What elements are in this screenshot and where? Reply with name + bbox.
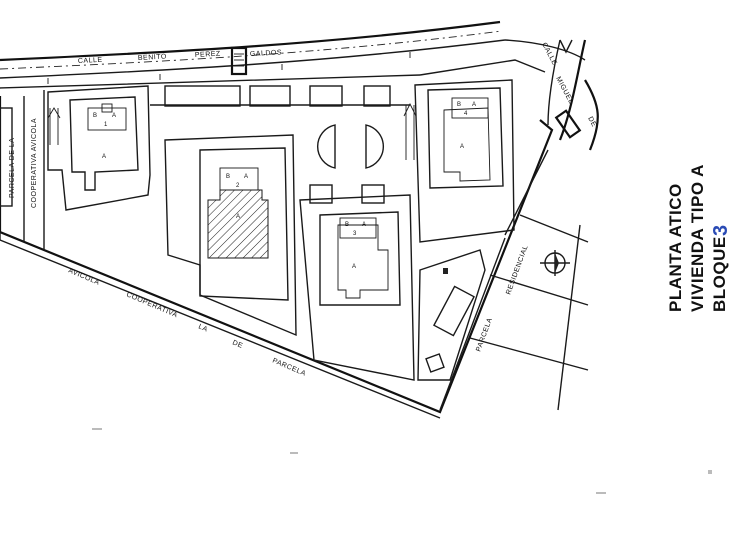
block-4-b: B [457,102,461,108]
street-label-calle-right: CALLE [540,42,558,67]
title-block: PLANTA ATICO VIVIENDA TIPO A BLOQUE 3 [666,164,732,312]
left-parcel-label-2: COOPERATIVA AVICOLA [31,118,38,208]
label-parcela: PARCELA [271,357,307,377]
crossing-marker-right [554,109,582,139]
label-right-parcela: PARCELA [475,317,494,353]
block-4: B A 4 A [403,79,515,243]
label-right-residencial: RESIDENCIAL [505,244,529,295]
title-line-2: VIVIENDA TIPO A [688,164,707,312]
scan-specks [92,428,712,494]
block-4-a2: A [460,144,464,150]
title-line-1: PLANTA ATICO [666,183,685,312]
block-3-b: B [345,222,349,228]
crossing-marker [230,46,248,76]
street-label-de: DE [586,116,597,129]
street-label-perez: PEREZ [195,51,221,59]
road-calle-miguel: CALLE MIGUEL DE [540,39,599,151]
block-number-highlight: 3 [710,225,732,236]
block-2-a: A [244,174,248,180]
block-3: B A 3 A [299,194,415,381]
residential-parcel: PARCELA RESIDENCIAL [439,214,589,411]
block-2-a2: A [236,214,240,220]
block-2: B A 2 A [164,134,297,337]
annex-structures [417,149,549,381]
label-cooperativa: COOPERATIVA [125,291,178,319]
block-4-a: A [472,102,476,108]
circular-garden [309,124,385,204]
block-2-b: B [226,174,230,180]
block-3-a: A [362,222,366,228]
block-3-number: 3 [353,231,357,237]
block-1-b: B [93,113,97,119]
block-1-a2: A [102,154,106,160]
label-la: LA [197,323,209,333]
street-label-miguel: MIGUEL [554,76,574,106]
north-arrow-icon [540,250,570,276]
block-1-a: A [112,113,116,119]
bottom-parcel-labels: AVICOLA COOPERATIVA LA DE PARCELA [67,267,307,377]
block-2-number: 2 [236,183,240,189]
street-label-benito: BENITO [138,53,167,62]
title-line-3: BLOQUE [710,236,729,312]
street-label-calle: CALLE [78,57,103,65]
label-de: DE [231,339,244,350]
block-4-number: 4 [464,111,468,117]
block-3-a2: A [352,264,356,270]
block-1-number: 1 [104,122,108,128]
road-calle-benito-perez-galdos: CALLE BENITO PEREZ GALDOS [0,20,586,89]
parking-strip [150,85,410,107]
street-label-galdos: GALDOS [250,49,283,58]
site-boundary: PARCELA DE LA COOPERATIVA AVICOLA [0,90,554,419]
block-1: B A 1 A [47,85,151,211]
